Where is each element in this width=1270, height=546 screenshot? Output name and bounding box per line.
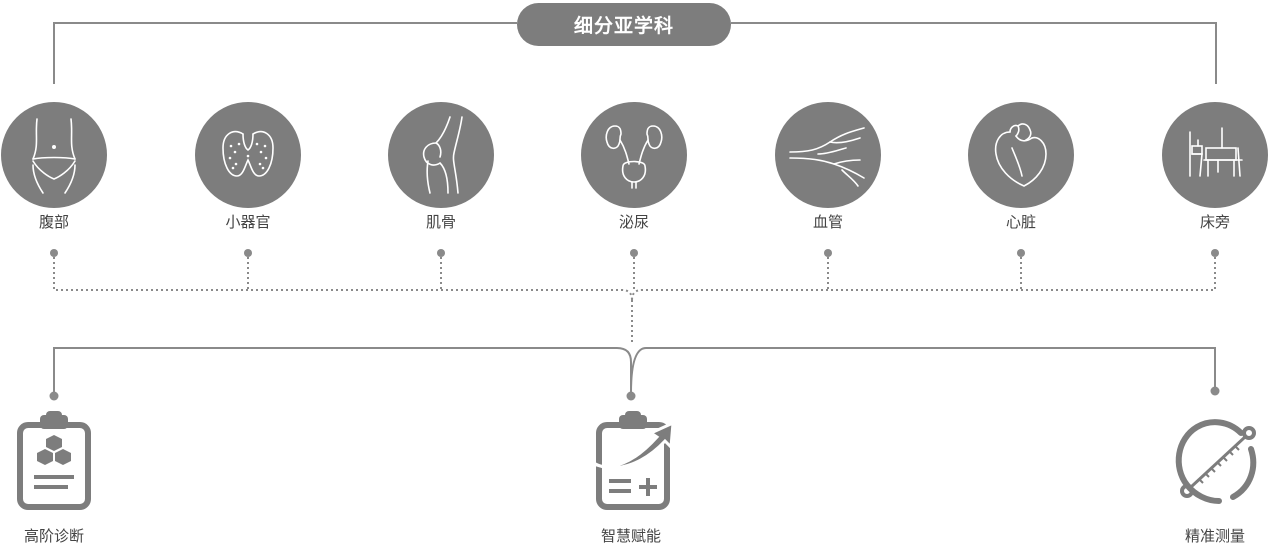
subspecialty-bedside[interactable]: 床旁: [1145, 102, 1270, 232]
subspecialty-label: 肌骨: [425, 213, 456, 231]
section-title: 细分亚学科: [573, 15, 674, 37]
subspecialty-vascular[interactable]: 血管: [758, 102, 898, 232]
thyroid-icon: [195, 102, 301, 208]
subspecialty-label: 床旁: [1199, 213, 1230, 231]
subspecialty-urology[interactable]: 泌尿: [564, 102, 704, 232]
bedside-icon: [1162, 102, 1268, 208]
heart-icon: [968, 102, 1074, 208]
subspecialty-abdomen[interactable]: 腹部: [0, 102, 124, 232]
subspecialty-cardiac[interactable]: 心脏: [951, 102, 1091, 232]
clipboard-arrow-icon: [583, 409, 679, 511]
feature-smart-empowerment[interactable]: 智慧赋能: [551, 409, 711, 546]
top-bracket-line: [53, 22, 1217, 84]
subspecialty-label: 心脏: [1005, 213, 1036, 231]
subspecialty-label: 小器官: [225, 213, 271, 231]
clipboard-cubes-icon: [16, 409, 92, 511]
blood-vessel-icon: [775, 102, 881, 208]
feature-label: 高阶诊断: [23, 527, 84, 545]
knee-joint-icon: [388, 102, 494, 208]
feature-label: 精准测量: [1184, 527, 1245, 545]
caliper-measure-icon: [1167, 409, 1263, 511]
feature-advanced-diagnosis[interactable]: 高阶诊断: [0, 409, 134, 546]
feature-precise-measurement[interactable]: 精准测量: [1135, 409, 1270, 546]
subspecialty-small-organs[interactable]: 小器官: [178, 102, 318, 232]
subspecialty-label: 血管: [812, 213, 843, 231]
subspecialty-label: 泌尿: [618, 213, 649, 231]
dotted-network: [53, 257, 1216, 343]
urinary-icon: [581, 102, 687, 208]
abdomen-icon: [1, 102, 107, 208]
subspecialty-label: 腹部: [38, 213, 69, 231]
subspecialty-musculoskeletal[interactable]: 肌骨: [371, 102, 511, 232]
feature-label: 智慧赋能: [600, 527, 661, 545]
bottom-bracket-line: [53, 347, 1216, 394]
connector-dots: [50, 249, 1219, 257]
section-title-badge: 细分亚学科: [517, 3, 731, 46]
